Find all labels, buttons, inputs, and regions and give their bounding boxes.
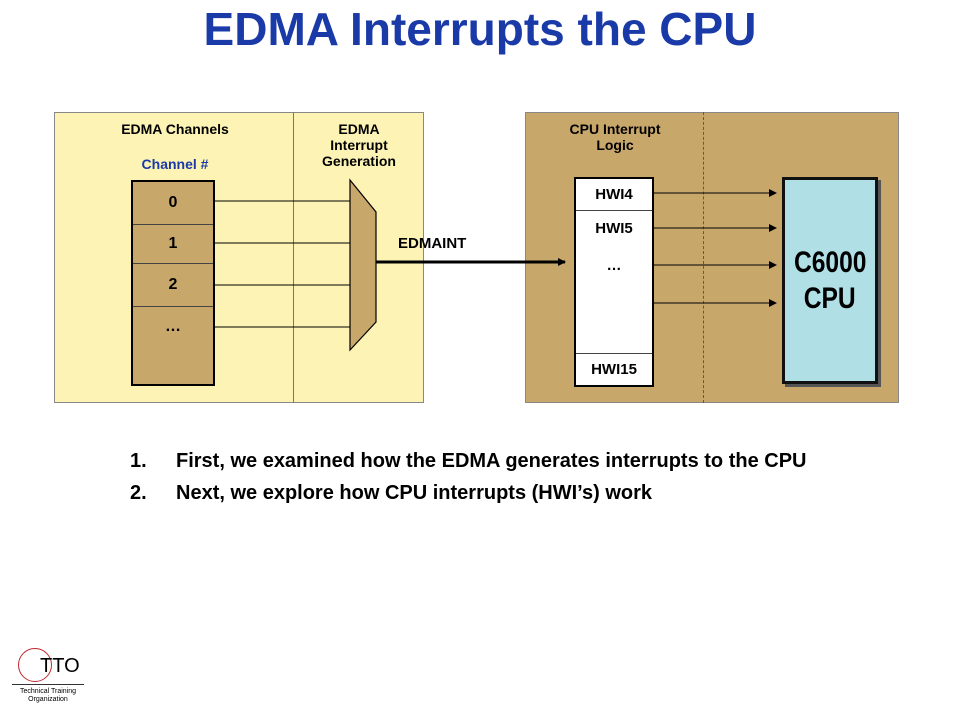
hwi-cell: HWI4 [576,179,652,211]
tto-logo-subtitle: Technical Training Organization [8,688,88,704]
point-item: 1. First, we examined how the EDMA gener… [130,450,890,472]
edma-channels-heading: EDMA Channels [121,121,229,137]
point-text: First, we examined how the EDMA generate… [176,450,807,472]
cpu-line: CPU [804,281,856,315]
tto-logo: TTO Technical Training Organization [8,648,88,712]
edmaint-label: EDMAINT [398,235,467,252]
point-number: 1. [130,450,147,472]
tto-logo-rule [12,684,84,685]
hwi-cell: … [576,251,652,281]
channel-number: 2 [168,276,178,293]
tto-logo-text: TTO [40,655,80,677]
channel-cell: 0 [133,182,213,225]
interrupt-mux-shape [349,178,377,352]
hwi-cell: HWI5 [576,214,652,244]
hwi-label: HWI4 [595,186,633,203]
c6000-cpu-block: C6000 CPU [782,177,878,384]
summary-points: 1. First, we examined how the EDMA gener… [130,450,890,514]
cpu-interrupt-logic-heading: CPU Interrupt Logic [530,121,700,153]
cpu-line: C6000 [793,245,867,279]
page-title: EDMA Interrupts the CPU [203,3,757,55]
point-item: 2. Next, we explore how CPU interrupts (… [130,482,890,504]
hwi-stack: HWI4 HWI5 … HWI15 [574,177,654,387]
edma-generation-line: EDMA [338,121,380,137]
tto-logo-sub-line: Organization [28,696,68,703]
tto-logo-sub-line: Technical Training [19,688,77,695]
point-text: Next, we explore how CPU interrupts (HWI… [176,482,652,504]
cpu-heading-line: Logic [596,137,634,153]
cpu-heading-line: CPU Interrupt [569,121,661,137]
channel-number-label: Channel # [141,156,209,172]
hwi-cell: HWI15 [576,353,652,386]
edma-panel-divider [293,112,294,403]
edma-generation-line: Generation [322,153,396,169]
hwi-label: HWI15 [591,361,637,378]
cpu-panel-divider [703,112,704,403]
channel-cell: … [133,306,213,348]
hwi-label: HWI5 [595,220,633,237]
point-number: 2. [130,482,147,504]
edma-generation-line: Interrupt [330,137,388,153]
channel-cell: 2 [133,263,213,307]
channel-number: 0 [168,194,178,211]
channel-cell: 1 [133,224,213,264]
edma-generation-heading: EDMA Interrupt Generation [294,121,424,169]
tto-logo-circle [18,648,52,682]
hwi-ellipsis: … [606,257,622,274]
channel-stack: 0 1 2 … [131,180,215,386]
channel-number: 1 [168,235,178,252]
channel-ellipsis: … [165,318,181,335]
